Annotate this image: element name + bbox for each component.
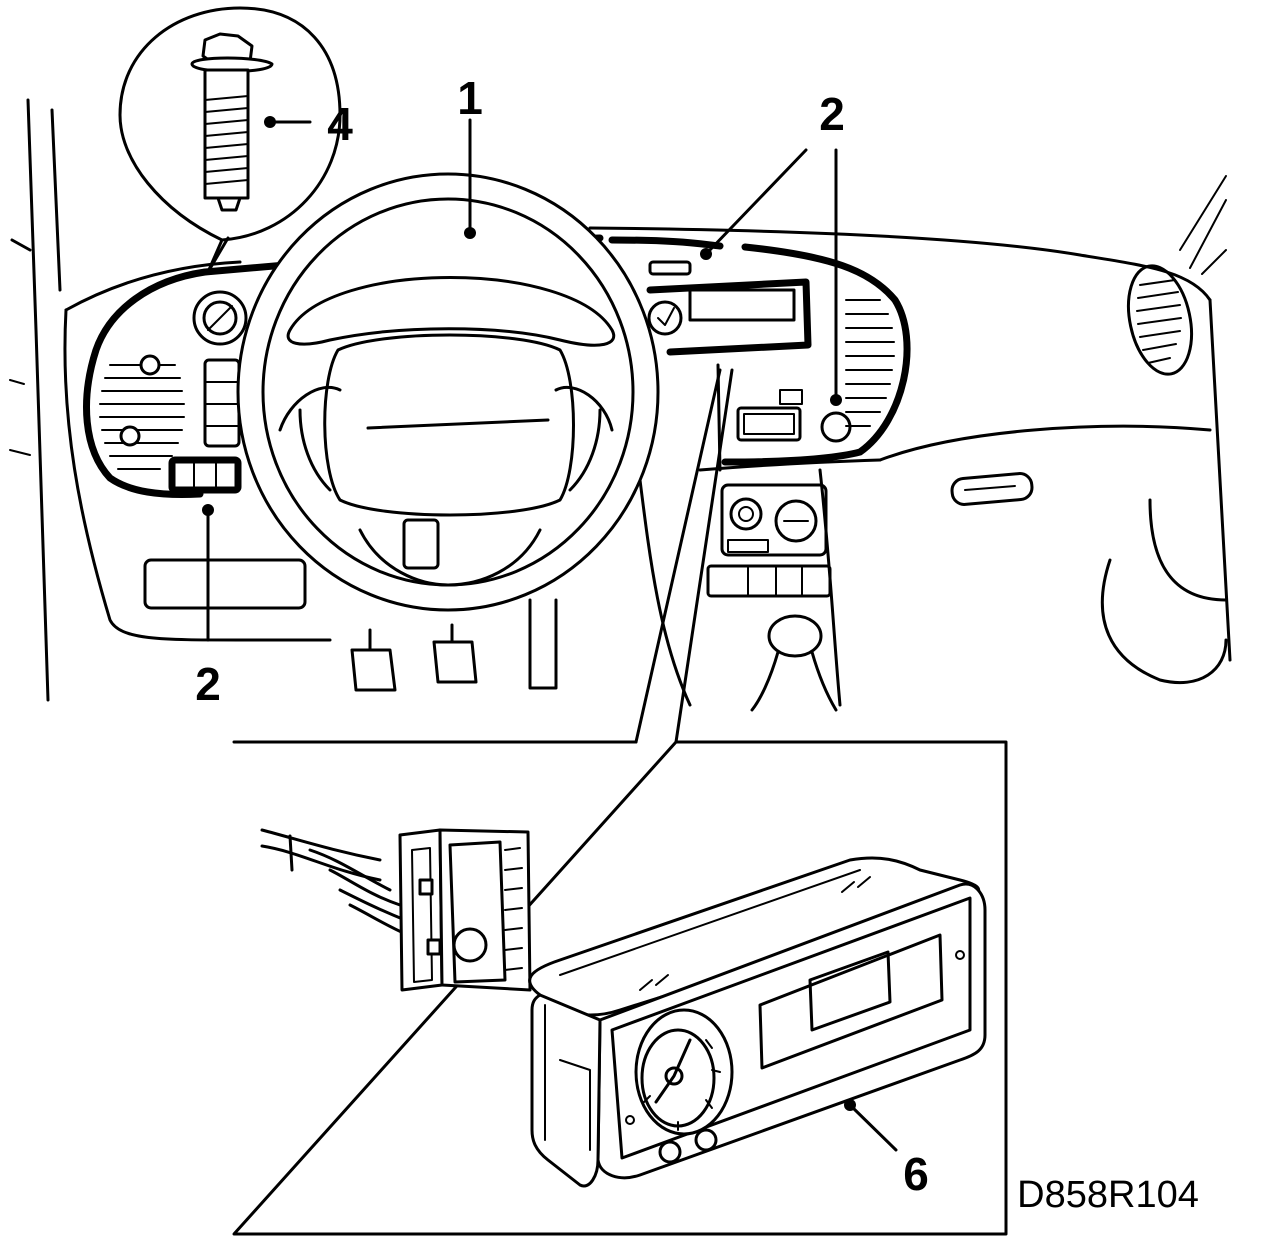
right-vent-grille [1136,279,1182,364]
callout-2-upper-right: 2 [819,88,845,140]
dashboard-illustration [9,6,1232,744]
callout-6: 6 [903,1148,929,1200]
left-vent-grille [99,354,185,470]
steering-wheel [236,172,660,612]
drawing-code: D858R104 [1017,1174,1199,1216]
right-cluster-vent-grille [845,299,895,427]
bolt-icon [190,32,274,212]
callout-4: 4 [327,98,353,150]
callout-1: 1 [457,72,483,124]
connector-icon [260,828,532,992]
clock-unit-icon [528,856,987,1188]
callout-2-lower-left: 2 [195,658,221,710]
inset-detail [232,740,1008,1236]
